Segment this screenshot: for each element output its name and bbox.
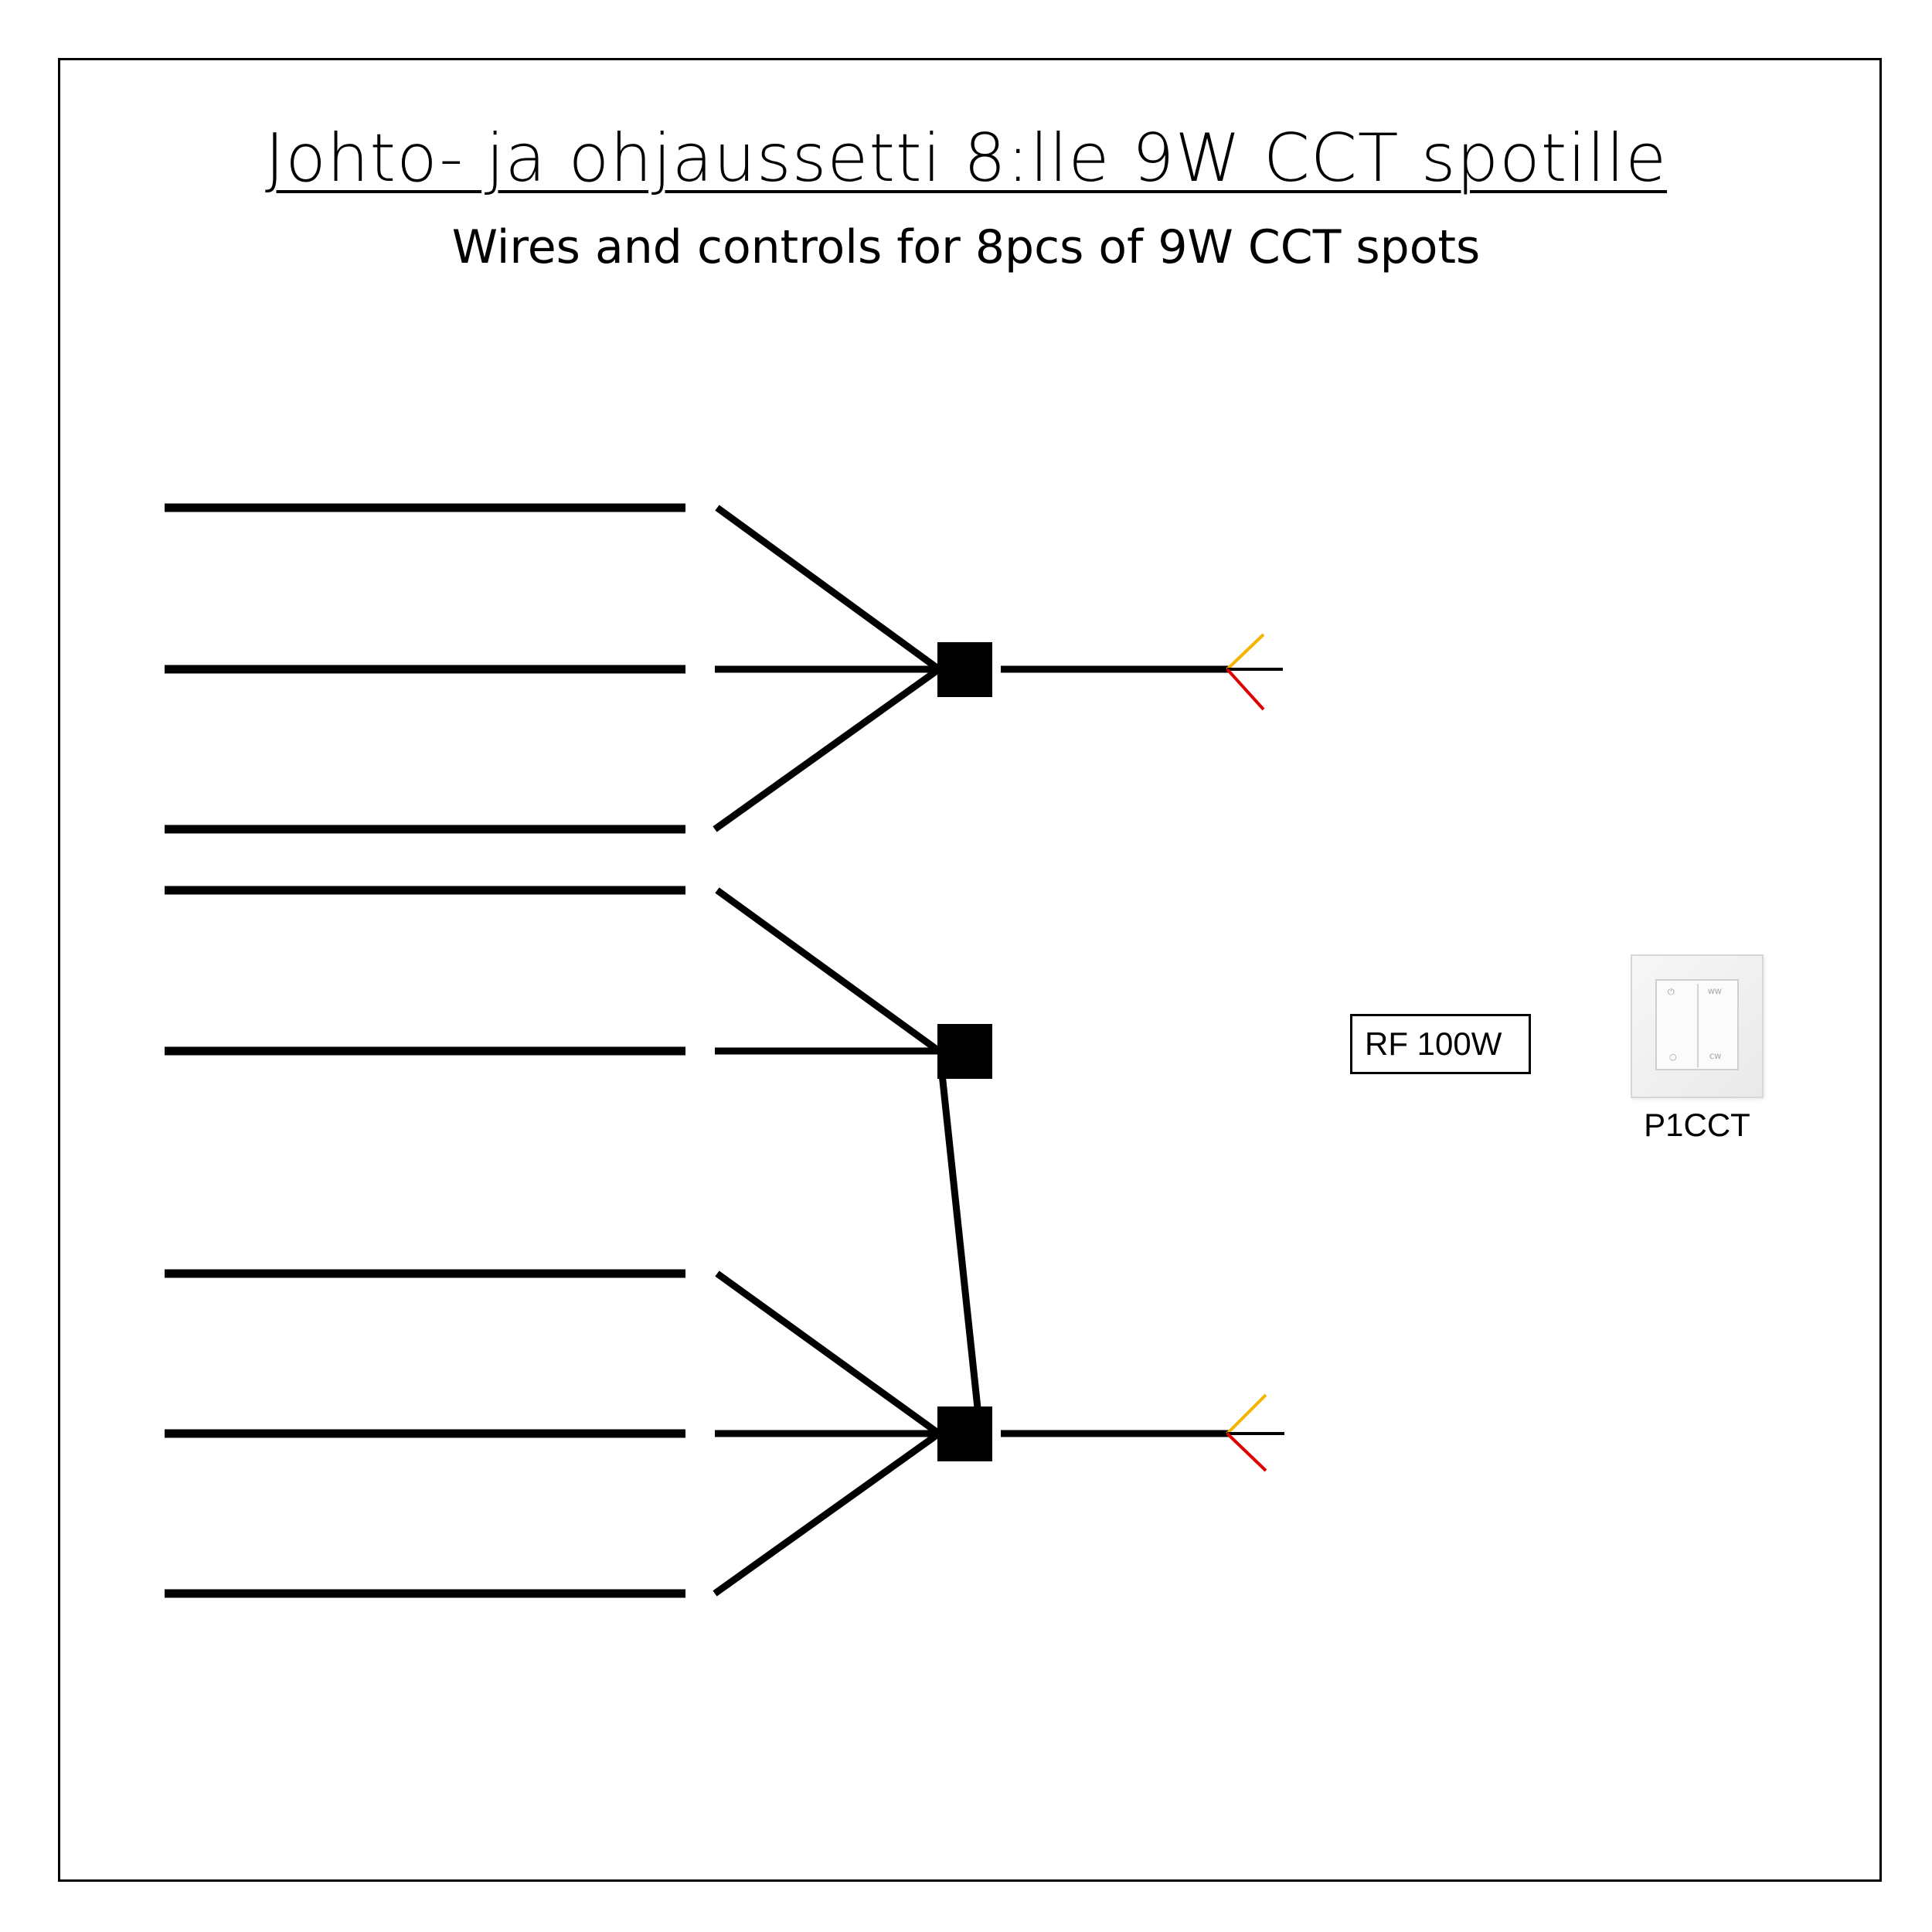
spot-cable-group-3 [165,1269,685,1598]
spot-cable-group-1 [165,503,685,834]
switch-panel: ⏻ WW ○ CW [1655,979,1739,1070]
splitter-3-wires [713,1270,1229,1597]
power-icon: ⏻ [1668,987,1675,997]
wire-lead-end-1 [1226,633,1283,711]
cool-white-label: CW [1709,1053,1722,1061]
off-icon: ○ [1669,1052,1677,1062]
splitter-3 [937,1406,992,1461]
splitter-1-wires [713,505,1229,832]
spot-cable-group-2 [165,886,685,1056]
switch-model-label: P1CCT [1644,1107,1750,1143]
page-title: Johto- ja ohjaussetti 8:lle 9W CCT spoti… [0,120,1932,197]
rf-controller-label: RF 100W [1350,1014,1531,1074]
title-text: Johto- ja ohjaussetti 8:lle 9W CCT spoti… [264,120,1668,197]
switch-divider [1697,984,1699,1067]
splitter-2 [937,1024,992,1079]
splitter-2-wires [715,887,984,1430]
wire-lead-end-2 [1226,1393,1284,1472]
diagram-frame [58,58,1882,1882]
page-subtitle: Wires and controls for 8pcs of 9W CCT sp… [451,220,1481,274]
warm-white-label: WW [1708,988,1722,996]
wall-switch-icon: ⏻ WW ○ CW [1631,954,1764,1098]
splitter-1 [937,642,992,697]
